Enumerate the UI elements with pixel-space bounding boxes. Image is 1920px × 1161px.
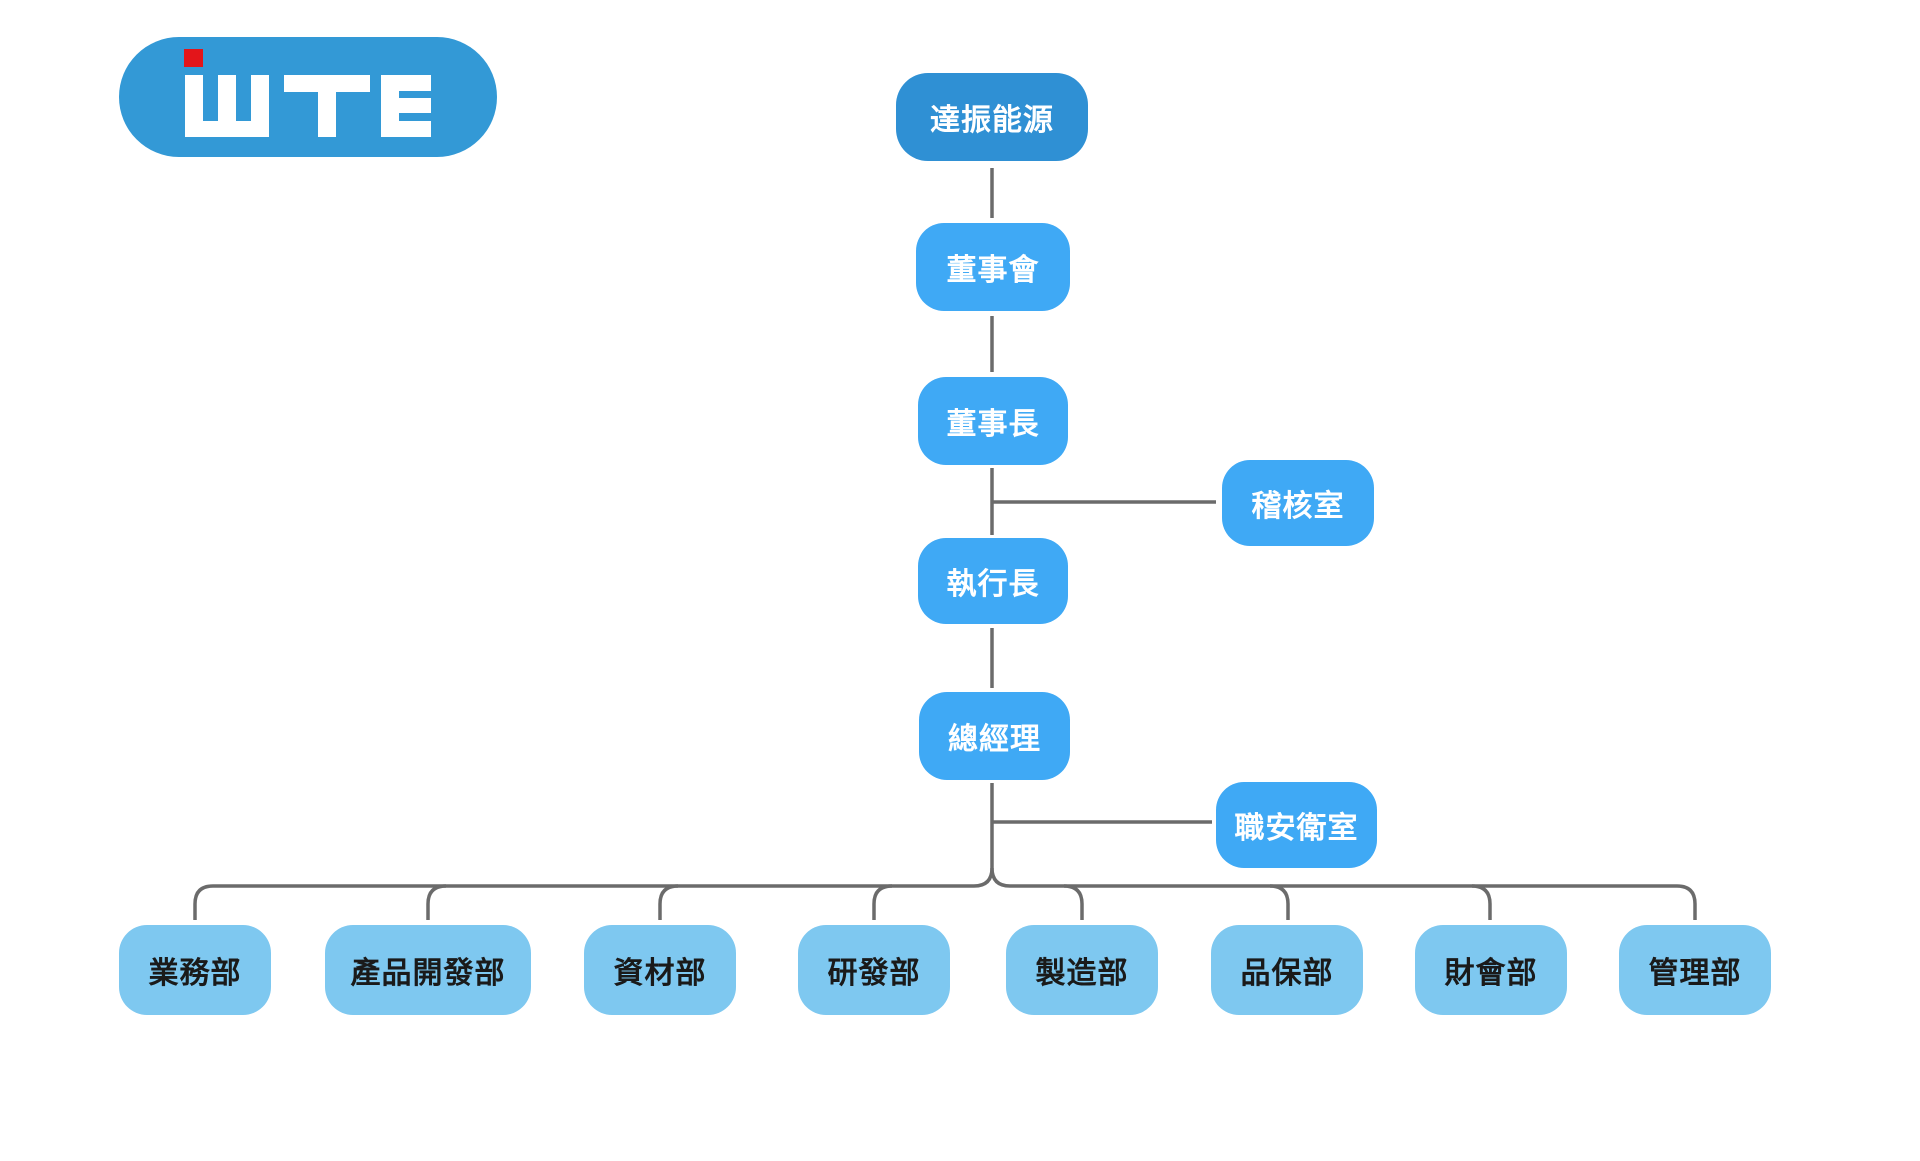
connector-drop-dept-2 (426, 884, 447, 920)
org-node-board: 董事會 (916, 223, 1070, 311)
company-logo (119, 37, 497, 157)
org-node-audit-office: 稽核室 (1222, 460, 1374, 546)
connector-drop-dept-5 (1063, 884, 1084, 920)
connector-drop-dept-7 (1471, 884, 1492, 920)
org-node-dept-finance: 財會部 (1415, 925, 1567, 1015)
connector-bus-right (990, 867, 1697, 920)
org-node-dept-administration: 管理部 (1619, 925, 1771, 1015)
org-node-dept-manufacturing: 製造部 (1006, 925, 1158, 1015)
org-node-root: 達振能源 (896, 73, 1088, 161)
org-node-dept-materials: 資材部 (584, 925, 736, 1015)
connector-drop-dept-4 (872, 884, 893, 920)
connector-drop-dept-6 (1269, 884, 1290, 920)
org-node-ceo: 執行長 (918, 538, 1068, 624)
logo-letter-w (185, 75, 269, 137)
org-node-dept-quality-assurance: 品保部 (1211, 925, 1363, 1015)
org-node-safety-office: 職安衛室 (1216, 782, 1377, 868)
wte-logo-icon (184, 49, 431, 137)
logo-accent-square (184, 49, 203, 67)
org-node-dept-product-development: 產品開發部 (325, 925, 531, 1015)
org-node-dept-sales: 業務部 (119, 925, 271, 1015)
org-node-general-manager: 總經理 (919, 692, 1070, 780)
org-node-dept-rnd: 研發部 (798, 925, 950, 1015)
connector-bus-left (193, 867, 994, 920)
logo-letter-e (381, 75, 431, 137)
org-node-chairman: 董事長 (918, 377, 1068, 465)
connector-drop-dept-3 (658, 884, 679, 920)
logo-letter-t (284, 75, 370, 137)
